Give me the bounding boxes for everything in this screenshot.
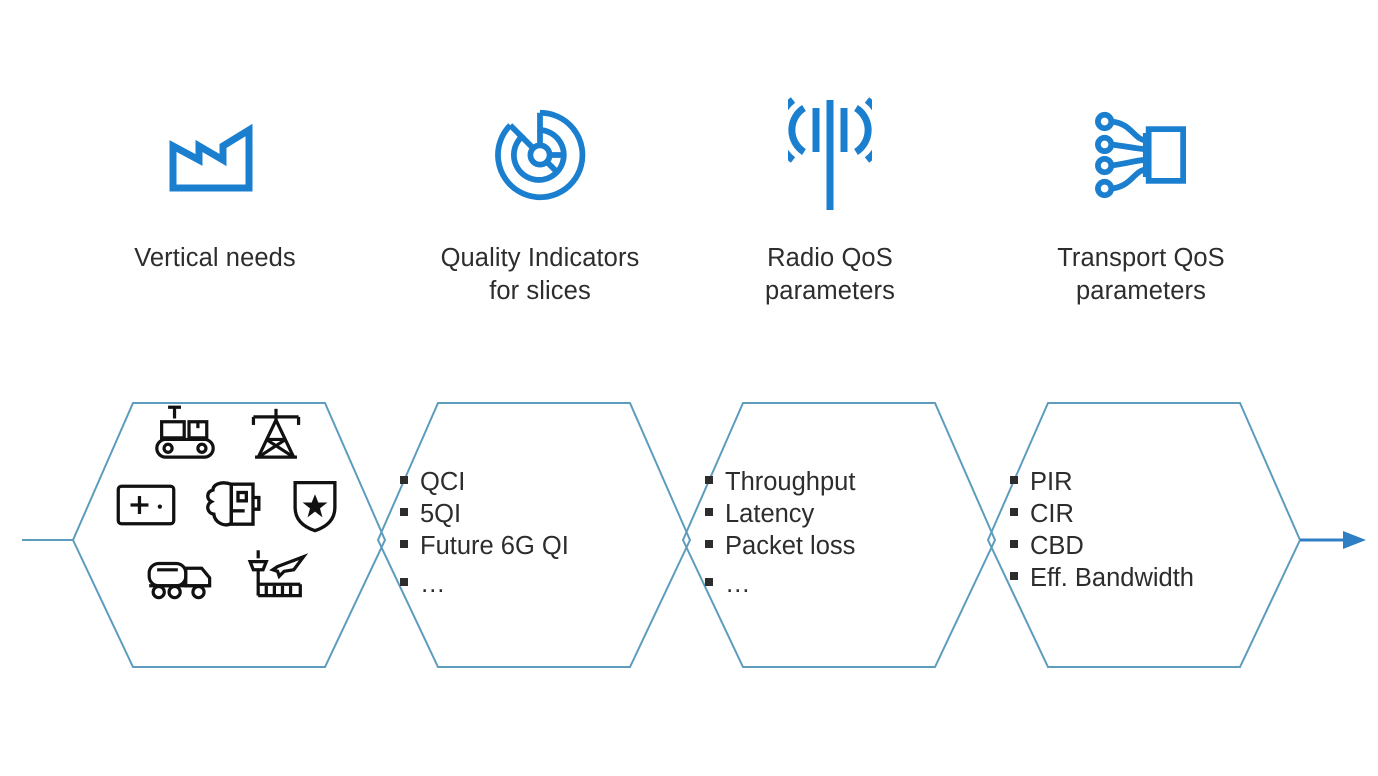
list-item: Future 6G QI	[400, 530, 569, 562]
bullet-square-icon	[400, 540, 408, 548]
list-item-label: CBD	[1030, 532, 1084, 560]
list-item-label: …	[420, 570, 446, 598]
list-item: …	[400, 568, 569, 600]
bullet-square-icon	[705, 578, 713, 586]
factory-icon	[167, 90, 263, 220]
bullet-square-icon	[400, 476, 408, 484]
transport-qos-hexagon: PIR CIR CBD Eff. Bandwidth	[988, 380, 1308, 670]
bullet-square-icon	[400, 508, 408, 516]
bullet-square-icon	[705, 540, 713, 548]
bullet-square-icon	[1010, 476, 1018, 484]
list-item: CIR	[1010, 498, 1194, 530]
header-icon-row: Vertical needs Quality Indicators for sl…	[0, 0, 1378, 340]
network-chip-icon	[1093, 90, 1189, 220]
column-quality-indicators: Quality Indicators for slices	[390, 90, 690, 308]
vertical-needs-hexagon	[69, 380, 389, 670]
vertical-icons-row-1	[150, 404, 306, 462]
list-item-label: …	[725, 570, 751, 598]
vertical-icons-row-2	[115, 476, 341, 534]
bullet-list: PIR CIR CBD Eff. Bandwidth	[1010, 466, 1194, 594]
bullet-list: QCI 5QI Future 6G QI …	[400, 466, 569, 600]
antenna-signal-icon	[788, 90, 872, 220]
list-item-label: PIR	[1030, 468, 1073, 496]
bullet-square-icon	[1010, 508, 1018, 516]
vertical-icons-row-3	[146, 548, 310, 606]
column-caption: Radio QoS parameters	[765, 244, 895, 305]
bullet-square-icon	[1010, 540, 1018, 548]
power-pylon-icon	[246, 404, 306, 462]
column-transport-qos: Transport QoS parameters	[991, 90, 1291, 308]
flow-arrow-right	[1300, 531, 1366, 549]
hexagon-shape-3	[681, 402, 997, 668]
list-item: Latency	[705, 498, 855, 530]
list-item-label: Throughput	[725, 468, 856, 496]
shield-star-icon	[289, 476, 341, 534]
bullet-square-icon	[1010, 572, 1018, 580]
bullet-square-icon	[705, 476, 713, 484]
brain-chip-icon	[203, 477, 263, 533]
column-caption: Quality Indicators for slices	[440, 244, 640, 305]
tanker-truck-icon	[146, 552, 216, 602]
quality-indicators-hexagon: QCI 5QI Future 6G QI …	[378, 380, 698, 670]
hexagon-shape-1	[71, 402, 387, 668]
list-item: Throughput	[705, 466, 855, 498]
list-item-label: Future 6G QI	[420, 532, 569, 560]
list-item: Eff. Bandwidth	[1010, 562, 1194, 594]
first-aid-kit-icon	[115, 481, 177, 529]
conveyor-belt-icon	[150, 404, 220, 462]
airport-tower-plane-icon	[242, 548, 310, 606]
radial-chart-icon	[492, 90, 588, 220]
bullet-square-icon	[705, 508, 713, 516]
list-item-label: Latency	[725, 500, 815, 528]
list-item: QCI	[400, 466, 569, 498]
bullet-list: Throughput Latency Packet loss …	[705, 466, 855, 600]
list-item: Packet loss	[705, 530, 855, 562]
list-item-label: QCI	[420, 468, 466, 496]
bullet-square-icon	[400, 578, 408, 586]
list-item-label: Eff. Bandwidth	[1030, 564, 1194, 592]
list-item-label: CIR	[1030, 500, 1074, 528]
radio-qos-hexagon: Throughput Latency Packet loss …	[683, 380, 1003, 670]
hexagon-flow-band: QCI 5QI Future 6G QI … Throughput Latenc…	[0, 380, 1378, 690]
column-vertical-needs: Vertical needs	[65, 90, 365, 275]
column-caption: Transport QoS parameters	[1057, 244, 1225, 305]
list-item: …	[705, 568, 855, 600]
column-caption: Vertical needs	[134, 244, 296, 272]
vertical-needs-icon-grid	[103, 404, 353, 606]
list-item: PIR	[1010, 466, 1194, 498]
list-item: 5QI	[400, 498, 569, 530]
list-item-label: Packet loss	[725, 532, 856, 560]
list-item: CBD	[1010, 530, 1194, 562]
column-radio-qos: Radio QoS parameters	[680, 90, 980, 308]
hexagon-shape-2	[376, 402, 692, 668]
hexagon-outlines	[22, 402, 1366, 668]
list-item-label: 5QI	[420, 500, 462, 528]
